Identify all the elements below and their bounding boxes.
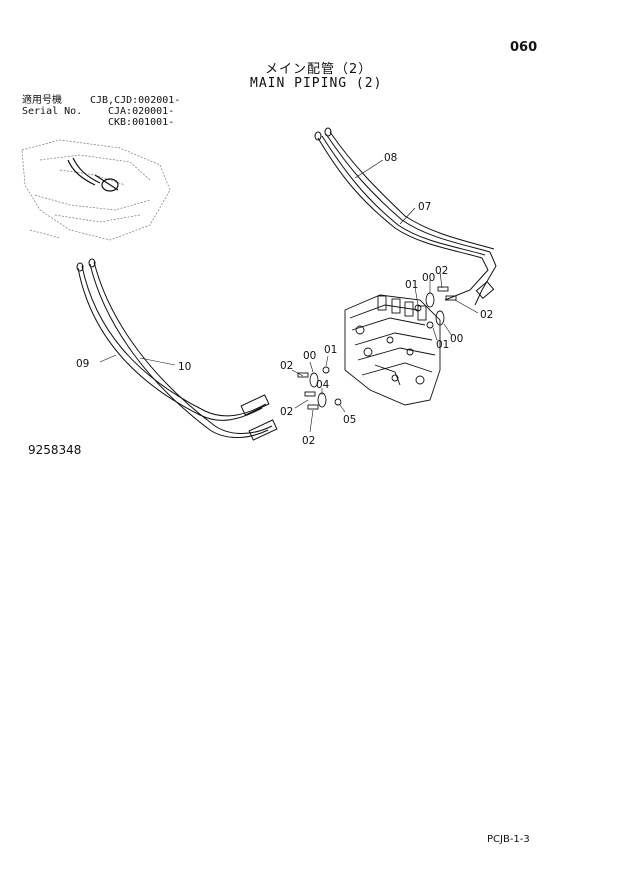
serial-applicability: 適用号機 CJB,CJD:002001- Serial No. CJA:0200… — [22, 95, 180, 128]
drawing-number: 9258348 — [28, 443, 82, 457]
callout-01-left: 01 — [324, 344, 337, 356]
serial-range-3: CKB:001001- — [108, 117, 175, 128]
hose-09-10 — [76, 258, 278, 441]
callout-00-lower: 00 — [450, 333, 463, 345]
callout-02-right: 02 — [480, 309, 493, 321]
callout-00-left: 00 — [303, 350, 316, 362]
footer-code: PCJB-1-3 — [487, 834, 530, 845]
hose-07-08 — [314, 127, 497, 306]
callout-02-upper: 02 — [435, 265, 448, 277]
inset-highlight — [67, 157, 119, 192]
title-japanese: メイン配管（2） — [265, 62, 373, 77]
machine-inset-sketch — [21, 139, 171, 241]
serial-label-jp: 適用号機 — [22, 95, 62, 106]
serial-range-2: CJA:020001- — [108, 106, 175, 117]
callout-00-upper: 00 — [422, 272, 435, 284]
control-valve-block — [344, 294, 441, 406]
callout-02-bottom: 02 — [302, 435, 315, 447]
callout-01-upper: 01 — [405, 279, 418, 291]
callout-04: 04 — [316, 379, 330, 391]
callout-01-lower: 01 — [436, 339, 449, 351]
serial-label-en: Serial No. — [22, 106, 83, 117]
callout-02-left: 02 — [280, 360, 293, 372]
callout-09: 09 — [76, 358, 89, 370]
callout-10: 10 — [178, 361, 191, 373]
callout-02-mid: 02 — [280, 406, 293, 418]
callout-08: 08 — [384, 152, 397, 164]
page-number: 060 — [510, 40, 538, 55]
title-english: MAIN PIPING (2) — [250, 76, 383, 91]
leader-lines — [99, 159, 479, 433]
callout-05: 05 — [343, 414, 356, 426]
serial-range-1: CJB,CJD:002001- — [90, 95, 181, 106]
callout-07: 07 — [418, 201, 431, 213]
